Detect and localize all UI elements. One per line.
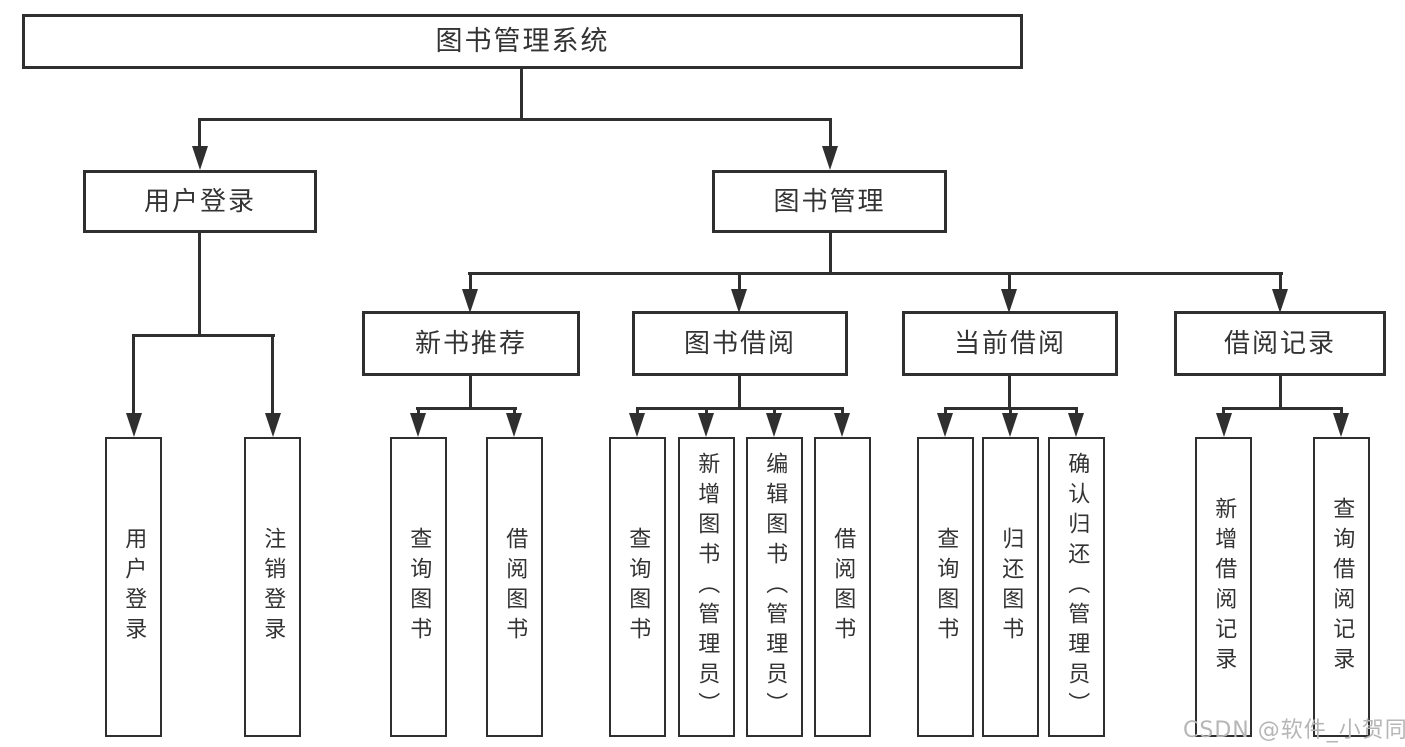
arrowhead-new-book <box>462 289 478 313</box>
connector-group-stem <box>738 376 741 410</box>
arrowhead-leaf <box>265 413 281 437</box>
node-new-book-recommend: 新书推荐 <box>362 311 580 376</box>
arrowhead-leaf <box>1002 413 1018 437</box>
node-label: 查询图书 <box>625 527 651 647</box>
node-label: 编辑图书（管理员） <box>762 452 788 722</box>
connector-user-login-drop <box>198 118 201 152</box>
connector-leaf-drop <box>1279 272 1282 292</box>
connector-user-login-stem <box>198 233 201 337</box>
arrowhead-leaf <box>1333 413 1349 437</box>
node-leaf-borrow-books: 借阅图书 <box>486 437 543 737</box>
arrowhead-user-login <box>192 146 208 170</box>
arrowhead-leaf <box>506 413 522 437</box>
connector-leaf-drop <box>738 272 741 292</box>
connector-leaf-drop <box>1008 272 1011 292</box>
connector-group-hline <box>1222 407 1343 410</box>
node-leaf-add-borrow-record: 新增借阅记录 <box>1195 437 1252 737</box>
node-label: 查询图书 <box>406 527 432 647</box>
connector-book-mgmt-stem <box>829 233 832 275</box>
node-label: 归还图书 <box>998 527 1024 647</box>
watermark: CSDN @软件_小贺同学 <box>1183 718 1405 743</box>
arrowhead-book-borrow <box>731 289 747 313</box>
node-label: 借阅记录 <box>1223 328 1336 359</box>
node-leaf-edit-book-admin: 编辑图书（管理员） <box>746 437 803 737</box>
connector-leaf-drop <box>513 407 516 417</box>
arrowhead-leaf <box>629 413 645 437</box>
arrowhead-leaf <box>834 413 850 437</box>
node-leaf-add-book-admin: 新增图书（管理员） <box>678 437 735 737</box>
node-label: 用户登录 <box>121 527 147 647</box>
node-leaf-borrow-books: 借阅图书 <box>814 437 871 737</box>
node-label: 注销登录 <box>260 527 286 647</box>
node-label: 确认归还（管理员） <box>1064 452 1090 722</box>
connector-group-stem <box>1008 376 1011 410</box>
connector-leaf-drop <box>841 407 844 417</box>
connector-leaf-drop <box>705 407 708 417</box>
node-leaf-confirm-return-admin: 确认归还（管理员） <box>1048 437 1105 737</box>
node-leaf-query-borrow-record: 查询借阅记录 <box>1313 437 1370 737</box>
arrowhead-leaf <box>126 413 142 437</box>
node-current-borrowing: 当前借阅 <box>902 311 1118 376</box>
node-label: 新增借阅记录 <box>1211 497 1237 677</box>
connector-leaf-drop <box>417 407 420 417</box>
node-label: 用户登录 <box>143 186 256 217</box>
connector-leaf-drop <box>1075 407 1078 417</box>
node-label: 借阅图书 <box>830 527 856 647</box>
connector-root-stem <box>520 69 523 121</box>
arrowhead-current-borrow <box>1001 289 1017 313</box>
arrowhead-leaf <box>766 413 782 437</box>
arrowhead-leaf <box>698 413 714 437</box>
connector-leaf-drop <box>773 407 776 417</box>
connector-leaf-drop <box>271 334 274 416</box>
node-label: 查询图书 <box>933 527 959 647</box>
connector-group-hline <box>636 407 844 410</box>
connector-leaf-drop <box>944 407 947 417</box>
node-leaf-logout: 注销登录 <box>244 437 301 737</box>
node-leaf-query-books: 查询图书 <box>609 437 666 737</box>
connector-leaf-drop <box>132 334 135 416</box>
arrowhead-borrow-record <box>1272 289 1288 313</box>
node-leaf-user-login: 用户登录 <box>105 437 162 737</box>
node-label: 当前借阅 <box>953 328 1066 359</box>
connector-leaf-drop <box>1340 407 1343 417</box>
node-label: 图书管理系统 <box>435 26 610 57</box>
arrowhead-leaf <box>937 413 953 437</box>
connector-group-stem <box>469 376 472 410</box>
node-leaf-query-books: 查询图书 <box>390 437 447 737</box>
arrowhead-leaf <box>1068 413 1084 437</box>
connector-group-stem <box>1279 376 1282 410</box>
connector-group-hline <box>416 407 517 410</box>
connector-leaf-drop <box>1222 407 1225 417</box>
connector-leaf-drop <box>636 407 639 417</box>
node-user-login-branch: 用户登录 <box>83 170 317 233</box>
node-label: 查询借阅记录 <box>1329 497 1355 677</box>
connector-level2-hline <box>198 118 832 121</box>
node-borrowing-records: 借阅记录 <box>1174 311 1386 376</box>
node-book-management-branch: 图书管理 <box>712 170 947 233</box>
node-label: 借阅图书 <box>502 527 528 647</box>
arrowhead-leaf <box>410 413 426 437</box>
connector-user-login-hline <box>132 334 275 337</box>
connector-level3-hline <box>468 272 1283 275</box>
node-label: 图书借阅 <box>683 328 796 359</box>
node-book-borrowing: 图书借阅 <box>632 311 848 376</box>
connector-leaf-drop <box>1009 407 1012 417</box>
node-label: 新增图书（管理员） <box>694 452 720 722</box>
node-library-management-system: 图书管理系统 <box>22 14 1023 69</box>
connector-book-mgmt-drop <box>829 118 832 152</box>
node-label: 图书管理 <box>773 186 886 217</box>
node-leaf-return-books: 归还图书 <box>982 437 1039 737</box>
node-label: 新书推荐 <box>414 328 527 359</box>
arrowhead-book-mgmt <box>822 146 838 170</box>
connector-leaf-drop <box>469 272 472 292</box>
arrowhead-leaf <box>1216 413 1232 437</box>
node-leaf-query-books: 查询图书 <box>917 437 974 737</box>
